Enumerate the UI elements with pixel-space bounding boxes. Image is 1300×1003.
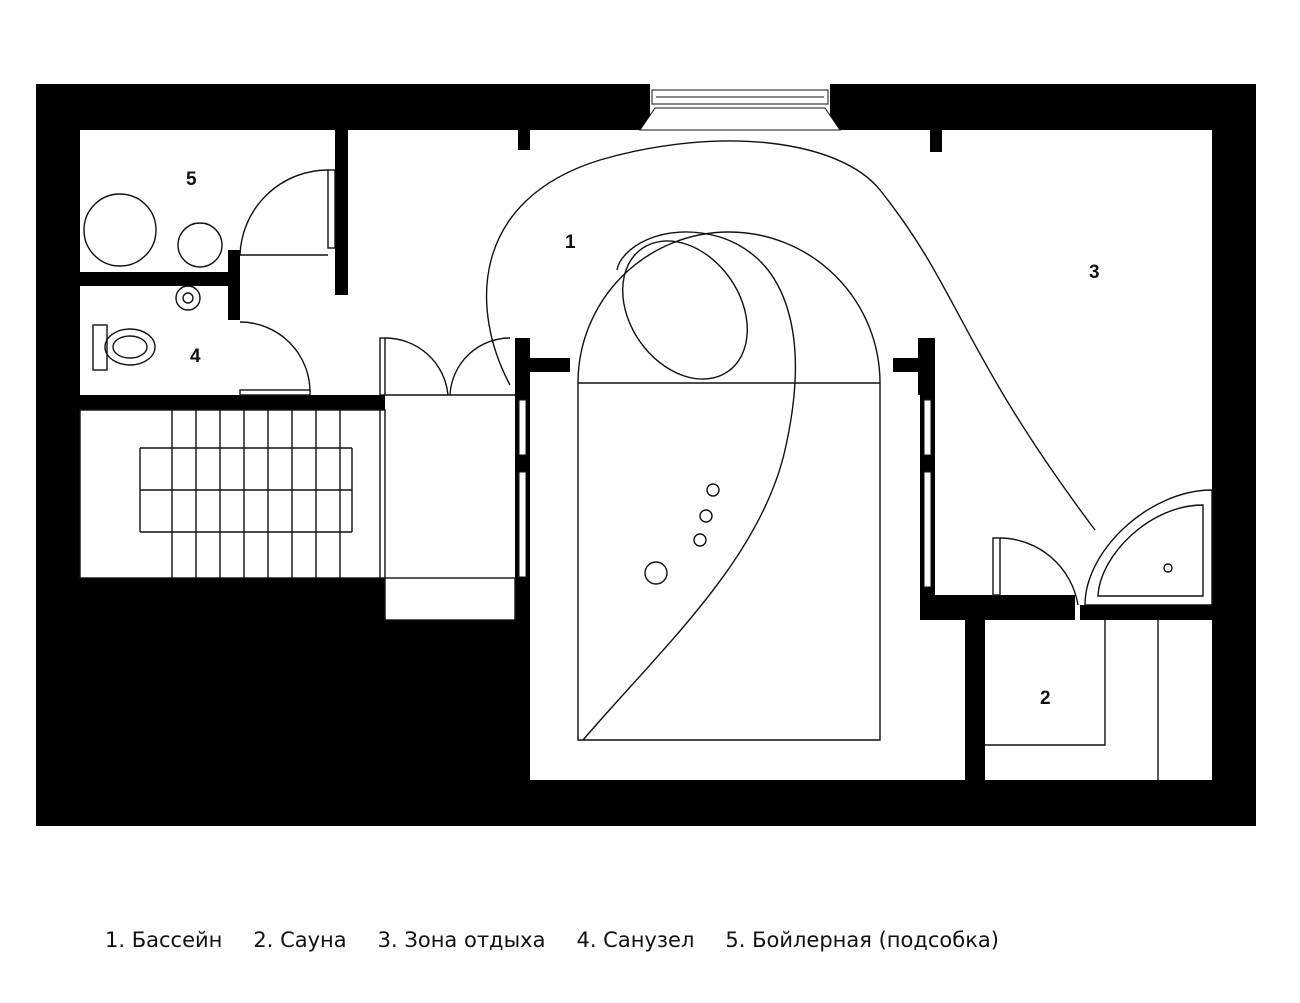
- legend-item-boiler-room: 5. Бойлерная (подсобка): [725, 928, 999, 952]
- room-label-5: 5: [186, 169, 197, 190]
- room-label-4: 4: [190, 346, 201, 367]
- room-label-3: 3: [1089, 262, 1100, 283]
- legend-item-lounge: 3. Зона отдыха: [377, 928, 546, 952]
- pool-windows: [518, 399, 932, 588]
- legend: 1. Бассейн 2. Сауна 3. Зона отдыха 4. Са…: [105, 928, 1030, 952]
- corner-bathtub: [1084, 489, 1213, 606]
- legend-item-bathroom: 4. Санузел: [576, 928, 695, 952]
- legend-item-pool: 1. Бассейн: [105, 928, 223, 952]
- boilers: [83, 193, 223, 268]
- top-window: [639, 84, 841, 131]
- bathroom-fixtures: [92, 285, 201, 371]
- legend-item-sauna: 2. Сауна: [253, 928, 347, 952]
- staircase: [79, 409, 516, 621]
- room-label-1: 1: [565, 232, 576, 253]
- doors: [239, 169, 1079, 606]
- room-label-2: 2: [1040, 688, 1051, 709]
- pool: [485, 140, 1096, 741]
- sauna-benches: [985, 620, 1159, 780]
